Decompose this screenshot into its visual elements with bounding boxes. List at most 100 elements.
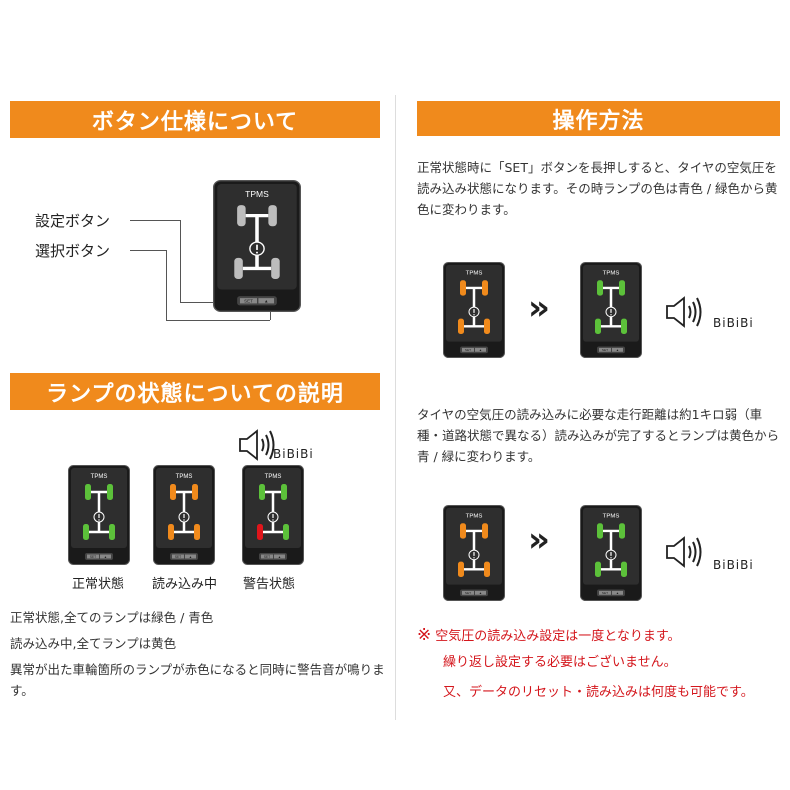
svg-text:SET: SET (465, 591, 471, 595)
tire-lamp (595, 561, 601, 577)
svg-text:SET: SET (465, 348, 471, 352)
tire-lamp (619, 280, 625, 296)
set-button[interactable]: SET (87, 554, 99, 559)
set-button[interactable]: SET (462, 590, 474, 595)
note-warning: 異常が出た車輪箇所のランプが赤色になると同時に警告音が鳴ります。 (10, 662, 385, 698)
leader-line (166, 320, 270, 321)
select-button-label: 選択ボタン (35, 242, 111, 260)
exclamation-dot (473, 314, 475, 316)
device-title: TPMS (603, 271, 620, 277)
svg-text:▲: ▲ (616, 348, 619, 352)
set-button[interactable]: SET (172, 554, 184, 559)
arrow-icon: » (528, 288, 550, 328)
tire-lamp (597, 280, 603, 296)
tire-lamp (234, 257, 243, 279)
tire-lamp (257, 524, 263, 540)
column-divider (395, 95, 396, 720)
select-button[interactable]: ▲ (475, 347, 486, 352)
tpms-device-op2-before: TPMS SET ▲ (443, 505, 505, 601)
speaker-icon (666, 536, 702, 568)
tire-lamp (170, 484, 176, 500)
leader-line (130, 220, 180, 221)
svg-text:SET: SET (602, 348, 608, 352)
speaker-icon (239, 429, 275, 461)
tire-lamp (458, 318, 464, 334)
svg-text:▲: ▲ (104, 555, 107, 559)
device-title: TPMS (603, 514, 620, 520)
tire-lamp (192, 484, 198, 500)
select-button[interactable]: ▲ (274, 554, 285, 559)
tpms-device-op2-after: TPMS SET ▲ (580, 505, 642, 601)
svg-text:▲: ▲ (479, 591, 482, 595)
svg-text:▲: ▲ (479, 348, 482, 352)
tire-lamp (168, 524, 174, 540)
caption-normal: 正常状態 (72, 577, 125, 592)
svg-text:▲: ▲ (264, 299, 268, 304)
tire-lamp (621, 318, 627, 334)
leader-line (130, 250, 166, 251)
select-button[interactable]: ▲ (612, 590, 623, 595)
exclamation-dot (183, 519, 185, 521)
tire-lamp (619, 523, 625, 539)
svg-text:SET: SET (175, 555, 181, 559)
set-button[interactable]: SET (599, 590, 611, 595)
tire-lamp (259, 484, 265, 500)
tire-lamp (283, 524, 289, 540)
caption-warning: 警告状態 (243, 577, 296, 592)
tire-lamp (597, 523, 603, 539)
arrow-icon: » (528, 520, 550, 560)
lamp-notes: 正常状態,全てのランプは緑色 / 青色 読み込み中,全てランプは黄色 異常が出た… (10, 607, 400, 701)
speaker-icon (666, 296, 702, 328)
select-button[interactable]: ▲ (185, 554, 196, 559)
notice-text: 空気圧の読み込み設定は一度となります。 (435, 629, 681, 644)
select-button[interactable]: ▲ (475, 590, 486, 595)
note-loading: 読み込み中,全てランプは黄色 (10, 636, 177, 651)
exclamation-dot (473, 557, 475, 559)
svg-text:SET: SET (602, 591, 608, 595)
device-title: TPMS (176, 474, 193, 480)
operation-header: 操作方法 (417, 101, 780, 136)
device-title: TPMS (466, 514, 483, 520)
operation-para1: 正常状態時に「SET」ボタンを長押しすると、タイヤの空気圧を読み込み状態になりま… (417, 160, 778, 217)
operation-para2: タイヤの空気圧の読み込みに必要な走行距離は約1キロ弱（車種・道路状態で異なる）読… (417, 407, 780, 464)
tire-lamp (237, 205, 246, 227)
sound-text: BiBiBi (713, 558, 754, 572)
svg-text:SET: SET (264, 555, 270, 559)
warning-sound-text: BiBiBi (273, 447, 314, 461)
exclamation-dot (610, 557, 612, 559)
tire-lamp (482, 523, 488, 539)
set-button[interactable]: SET (239, 298, 257, 303)
set-button[interactable]: SET (462, 347, 474, 352)
notice-line: 繰り返し設定する必要はございません。 (443, 655, 677, 670)
tire-lamp (83, 524, 89, 540)
leader-line (180, 302, 240, 303)
tire-lamp (460, 523, 466, 539)
tpms-device-op1-after: TPMS SET ▲ (580, 262, 642, 358)
leader-line (180, 220, 181, 302)
select-button[interactable]: ▲ (612, 347, 623, 352)
tire-lamp (85, 484, 91, 500)
lamp-state-header: ランプの状態についての説明 (10, 373, 380, 410)
svg-text:▲: ▲ (278, 555, 281, 559)
notice-line: 又、データのリセット・読み込みは何度も可能です。 (443, 685, 754, 700)
svg-text:SET: SET (90, 555, 96, 559)
set-button[interactable]: SET (599, 347, 611, 352)
sound-text: BiBiBi (713, 316, 754, 330)
exclamation-dot (98, 519, 100, 521)
leader-line (166, 250, 167, 320)
select-button[interactable]: ▲ (258, 298, 275, 304)
button-spec-header: ボタン仕様について (10, 101, 380, 138)
select-button[interactable]: ▲ (100, 554, 111, 559)
caption-loading: 読み込み中 (152, 577, 218, 592)
set-button-label: 設定ボタン (35, 212, 111, 230)
notice-block: ※空気圧の読み込み設定は一度となります。 繰り返し設定する必要はございません。 … (417, 622, 787, 706)
tire-lamp (281, 484, 287, 500)
tire-lamp (482, 280, 488, 296)
set-button[interactable]: SET (261, 554, 273, 559)
tire-lamp (109, 524, 115, 540)
tpms-device-loading: TPMS SET ▲ (153, 465, 215, 565)
